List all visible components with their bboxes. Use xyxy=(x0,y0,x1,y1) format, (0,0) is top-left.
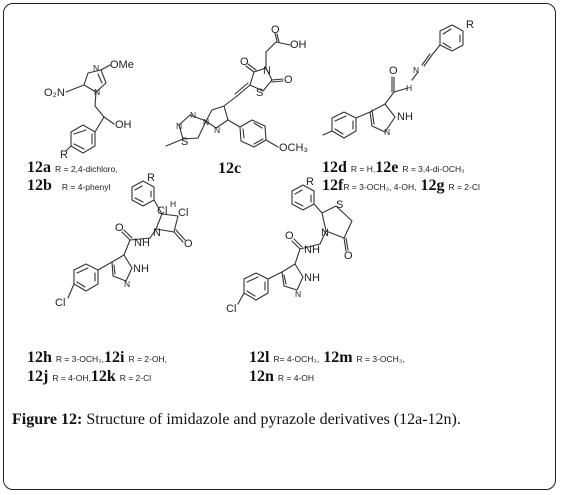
compound-id-12b: 12b xyxy=(27,177,52,194)
compound-id-12g: 12g xyxy=(420,177,445,194)
substituent-12l: R= 4-OCH₃, xyxy=(273,354,320,364)
substituent-12e: R = 3,4-di-OCH₃ xyxy=(402,164,465,174)
atom-n-imine: N xyxy=(413,65,420,75)
compound-id-12m: 12m xyxy=(323,349,353,366)
atom-o-top: O xyxy=(240,56,249,68)
compound-label-12a: 12a R = 2,4-dichloro, xyxy=(27,160,118,176)
atom-ome: OMe xyxy=(110,59,134,71)
figure-frame xyxy=(3,3,556,490)
atom-n-imidazole-c: N xyxy=(214,125,221,135)
structure-12d-12g-drawing xyxy=(322,24,464,139)
compound-id-12c: 12c xyxy=(218,160,242,177)
substituent-12k: R = 2-Cl xyxy=(119,373,152,383)
atom-o-carbonyl: O xyxy=(389,65,398,77)
compound-label-12j-12k: 12j R = 4-OH,12k R = 2-Cl xyxy=(27,369,151,385)
atom-nitro: O₂N xyxy=(44,87,65,99)
substituent-12g: R = 2-Cl xyxy=(448,182,480,192)
atom-h-lactam: H xyxy=(170,199,177,209)
atom-r-lactam: R xyxy=(147,172,155,184)
atom-cl-2: Cl xyxy=(178,207,189,219)
compound-id-12i: 12i xyxy=(104,349,125,366)
atom-cl-phenyl: Cl xyxy=(55,297,66,309)
compound-label-12f-12g: 12fR = 3-OCH₃, 4-OH, 12g R = 2-Cl xyxy=(322,178,480,194)
atom-n-pyrazole-h: N xyxy=(124,279,131,289)
figure-caption: Figure 12: Structure of imidazole and py… xyxy=(12,409,548,430)
compound-id-12k: 12k xyxy=(90,368,116,385)
atom-nh-pyrazole: NH xyxy=(397,111,413,123)
atom-nh-amide: NH xyxy=(134,237,150,249)
atom-o-acid: O xyxy=(271,24,280,36)
atom-h-hydrazide: H xyxy=(406,83,413,93)
atom-cl-1: Cl xyxy=(157,205,168,217)
substituent-12d: R = H, xyxy=(350,164,376,174)
atom-n-pyrazole-l: N xyxy=(295,289,302,299)
substituent-12h: R = 3-OCH₃, xyxy=(55,354,105,364)
compound-id-12a: 12a xyxy=(27,159,51,176)
atom-n-thiazolidinone: N xyxy=(321,227,329,239)
atom-n-thiazolidine: N xyxy=(263,65,271,77)
figure-label: Figure 12: xyxy=(12,411,83,428)
atom-oh-acid: OH xyxy=(290,39,307,51)
atom-o-amide-l: O xyxy=(285,230,294,242)
structure-12h-12k-drawing xyxy=(67,180,186,299)
atom-och3: OCH₃ xyxy=(279,142,308,154)
structure-12a-12b-drawing xyxy=(65,64,115,154)
figure-caption-text: Structure of imidazole and pyrazole deri… xyxy=(82,411,461,428)
atom-nh-pyrazole-l: NH xyxy=(304,272,320,284)
atom-nh-pyrazole-h: NH xyxy=(133,263,149,275)
substituent-12a: R = 2,4-dichloro, xyxy=(55,164,118,174)
substituent-12i: R = 2-OH, xyxy=(128,354,167,364)
atom-s-thiadiazole: S xyxy=(181,136,189,148)
atom-o-right: O xyxy=(284,74,293,86)
compound-id-12h: 12h xyxy=(27,349,52,366)
atom-n-bridge: N xyxy=(203,117,210,127)
atom-n-imidazole: N xyxy=(94,87,101,97)
compound-id-12e: 12e xyxy=(375,159,399,176)
atom-n-pyrazole: N xyxy=(384,127,391,137)
atom-o-lactam: O xyxy=(184,238,193,250)
substituent-12j: R = 4-OH, xyxy=(52,373,91,383)
compound-label-12c: 12c xyxy=(218,161,241,177)
compound-label-12n: 12n R = 4-OH xyxy=(249,369,314,385)
atom-s-thiazolidine: S xyxy=(256,87,264,99)
compound-label-12l-12m: 12l R= 4-OCH₃, 12m R = 3-OCH₃, xyxy=(249,350,405,366)
compound-id-12n: 12n xyxy=(249,368,274,385)
structure-12c-drawing xyxy=(165,32,291,148)
atom-r: R xyxy=(60,149,68,161)
substituent-12b: R = 4-phenyl xyxy=(61,182,111,192)
compound-id-12j: 12j xyxy=(27,368,49,385)
compound-id-12d: 12d xyxy=(322,159,347,176)
atom-n-thiadiazole-1: N xyxy=(190,110,197,120)
compound-id-12l: 12l xyxy=(249,349,270,366)
atom-o-amide: O xyxy=(115,222,124,234)
atom-cl-phenyl-l: Cl xyxy=(226,303,237,315)
structure-12l-12n-drawing xyxy=(237,184,353,305)
atom-r-hydrazone: R xyxy=(466,19,474,31)
compound-label-12b: 12b R = 4-phenyl xyxy=(27,178,110,194)
atom-s-thiazolidinone: S xyxy=(336,199,344,211)
atom-n-thiadiazole-2: N xyxy=(176,121,183,131)
atom-nh-amide-l: NH xyxy=(304,244,320,256)
atom-oh: OH xyxy=(115,119,132,131)
atom-n-imidazole-top: N xyxy=(93,63,100,73)
compound-id-12f: 12f xyxy=(322,177,344,194)
atom-r-thiazolidinone: R xyxy=(306,176,314,188)
atom-o-ring-l: O xyxy=(344,250,353,262)
compound-label-12d-12e: 12d R = H,12e R = 3,4-di-OCH₃ xyxy=(322,160,465,176)
substituent-12m: R = 3-OCH₃, xyxy=(356,354,405,364)
compound-label-12h-12i: 12h R = 3-OCH₃,12i R = 2-OH, xyxy=(27,350,167,366)
substituent-12f: R = 3-OCH₃, 4-OH, xyxy=(343,182,417,192)
atom-n-lactam: N xyxy=(153,227,161,239)
substituent-12n: R = 4-OH xyxy=(277,373,315,383)
